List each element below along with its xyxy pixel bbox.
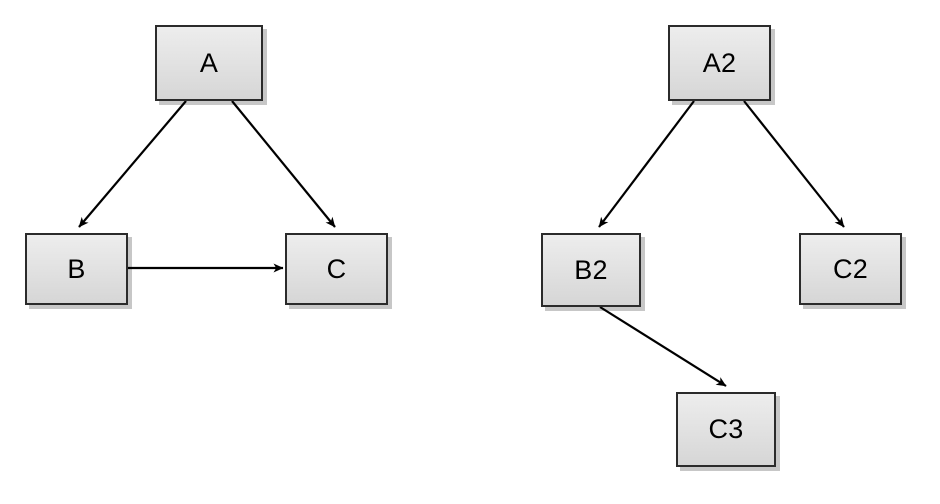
- node-c3-label: C3: [708, 414, 744, 444]
- node-b2[interactable]: B2: [541, 233, 641, 307]
- node-a[interactable]: A: [155, 25, 263, 101]
- node-c-label: C: [326, 253, 347, 284]
- edge-a-to-b: [78, 100, 187, 228]
- edge-a2-to-b2: [598, 100, 695, 228]
- node-c[interactable]: C: [285, 233, 388, 305]
- node-b2-label: B2: [574, 254, 608, 285]
- node-a2-label: A2: [702, 47, 737, 78]
- node-c3[interactable]: C3: [676, 392, 776, 467]
- node-a2[interactable]: A2: [668, 25, 771, 101]
- edge-a2-to-c2: [743, 100, 845, 228]
- node-b-label: B: [67, 253, 86, 284]
- node-a-label: A: [199, 47, 219, 78]
- node-c2-label: C2: [833, 253, 868, 284]
- node-b[interactable]: B: [25, 233, 128, 305]
- node-c2[interactable]: C2: [799, 233, 902, 305]
- edge-b2-to-c3: [599, 306, 727, 387]
- edge-a-to-c: [231, 100, 336, 228]
